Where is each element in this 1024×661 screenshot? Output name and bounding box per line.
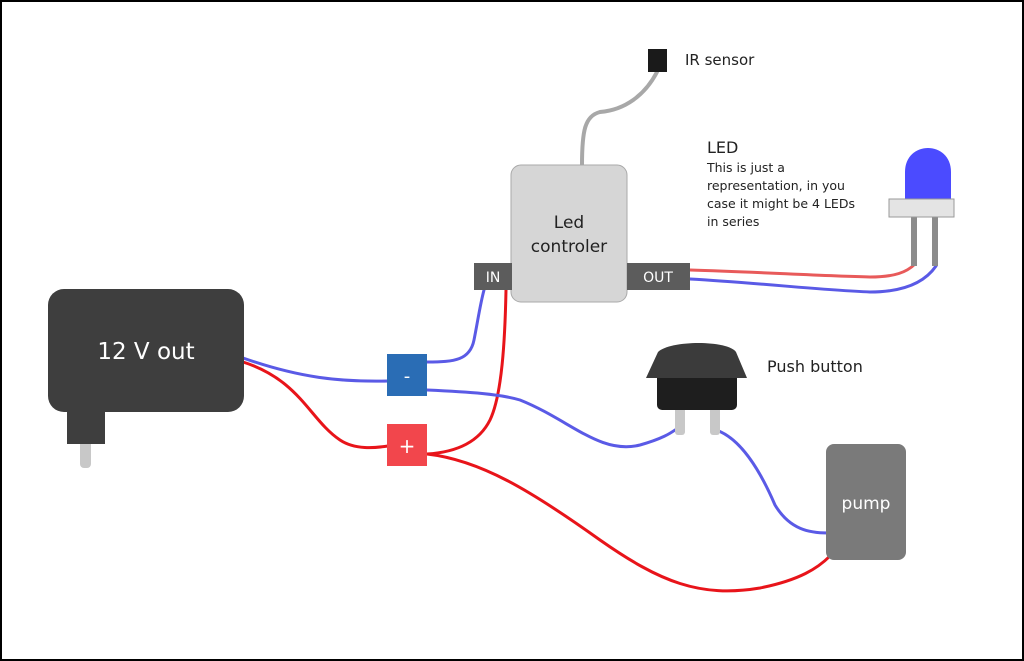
wire-out-led-negative xyxy=(688,264,938,294)
adapter-label: 12 V out xyxy=(97,339,194,365)
controller-label-line2: controler xyxy=(531,237,607,257)
push-button-cap xyxy=(646,343,747,378)
controller-port-out xyxy=(627,263,690,290)
wire-positive-pump xyxy=(425,452,832,593)
pump-body xyxy=(826,444,906,560)
ir-sensor-body xyxy=(648,49,667,72)
led-note-line1: This is just a xyxy=(706,160,785,175)
power-adapter: 12 V out xyxy=(48,289,244,468)
push-button: Push button xyxy=(646,343,863,435)
adapter-prong xyxy=(80,440,91,468)
wire-negative-controller-in xyxy=(425,288,486,364)
pump-label: pump xyxy=(842,494,891,514)
controller-port-out-label: OUT xyxy=(643,270,673,286)
controller-body xyxy=(510,164,628,303)
led-leg-left xyxy=(911,216,917,266)
led-note-line4: in series xyxy=(707,214,759,229)
wire-adapter-negative xyxy=(241,356,390,383)
led-controller: Led controler IN OUT xyxy=(474,164,690,303)
wire-adapter-positive xyxy=(241,360,390,450)
push-button-leg-right xyxy=(710,405,720,435)
controller-label-line1: Led xyxy=(554,213,584,233)
push-button-leg-left xyxy=(675,405,685,435)
terminal-positive-label: + xyxy=(399,434,416,458)
controller-port-in xyxy=(474,263,512,290)
led-rim xyxy=(888,198,955,218)
led: LED This is just a representation, in yo… xyxy=(706,138,955,266)
ir-sensor-cable xyxy=(580,70,659,167)
wires xyxy=(241,70,938,593)
terminal-negative-box xyxy=(387,354,427,396)
controller-port-in-label: IN xyxy=(486,270,501,286)
wire-positive-controller-in xyxy=(425,288,508,456)
wire-push-button-pump xyxy=(714,428,830,535)
led-leg-right xyxy=(932,216,938,266)
led-note-line2: representation, in you xyxy=(707,178,845,193)
push-button-label: Push button xyxy=(767,357,863,376)
wire-out-led-positive xyxy=(688,262,917,279)
terminal-negative-label: - xyxy=(404,366,411,387)
ir-sensor-label: IR sensor xyxy=(685,51,755,69)
adapter-plug-base xyxy=(67,410,105,444)
terminal-positive: + xyxy=(387,424,427,466)
led-note-line3: case it might be 4 LEDs xyxy=(707,196,855,211)
ir-sensor: IR sensor xyxy=(648,49,755,72)
led-dome xyxy=(905,148,951,200)
adapter-body xyxy=(48,289,244,412)
led-title: LED xyxy=(707,138,738,157)
terminal-negative: - xyxy=(387,354,427,396)
wire-negative-push-button xyxy=(425,388,680,449)
pump: pump xyxy=(826,444,906,560)
terminal-positive-box xyxy=(387,424,427,466)
push-button-body xyxy=(657,372,737,410)
